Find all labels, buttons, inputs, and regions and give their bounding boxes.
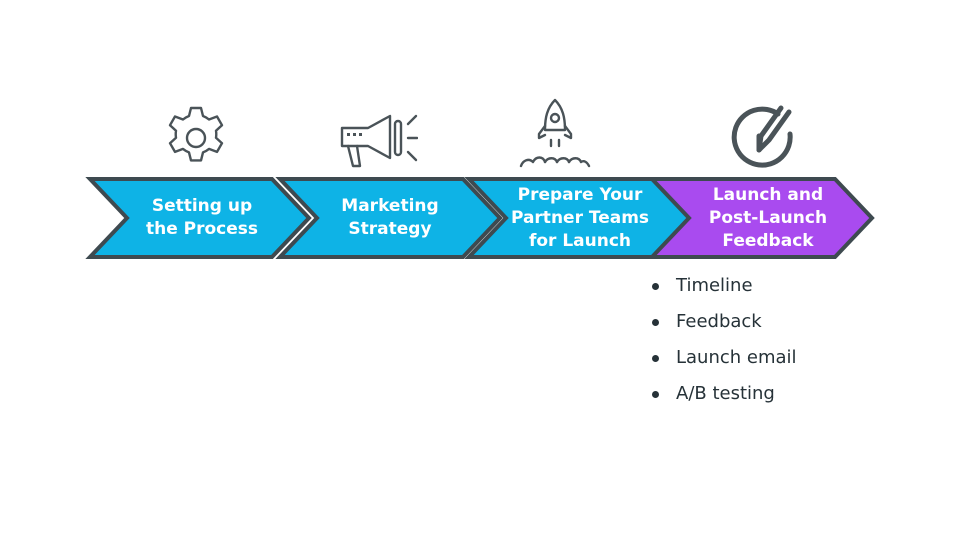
step-label-4-line1: Launch and (712, 184, 824, 205)
step-arrow-1 (85, 177, 312, 259)
pencil-circle-icon (731, 105, 793, 168)
step-label-1-line1: Setting up (151, 196, 253, 216)
step-label-4-line3: Feedback (722, 230, 814, 251)
step-arrow-4 (647, 177, 875, 259)
step-label-1: Setting up the Process (127, 190, 277, 246)
step-label-4-line2: Post-Launch (708, 207, 828, 228)
launch-bullet-list: Timeline Feedback Launch email A/B testi… (650, 268, 797, 412)
step-label-2-line1: Marketing (341, 196, 439, 216)
step-label-3-line1: Prepare Your (517, 184, 643, 205)
gear-icon (168, 106, 224, 162)
step-label-3: Prepare Your Partner Teams for Launch (497, 182, 663, 254)
bullet-item: A/B testing (650, 376, 797, 412)
bullet-item: Feedback (650, 304, 797, 340)
step-arrow-2 (275, 177, 503, 259)
step-label-3-line2: Partner Teams (510, 207, 650, 228)
step-label-2-line2: Strategy (348, 219, 432, 239)
bullet-item: Launch email (650, 340, 797, 376)
step-label-4: Launch and Post-Launch Feedback (688, 182, 848, 254)
megaphone-icon (340, 114, 418, 168)
step-label-2: Marketing Strategy (315, 190, 465, 246)
bullet-item: Timeline (650, 268, 797, 304)
step-label-1-line2: the Process (145, 219, 259, 239)
rocket-icon (519, 98, 591, 168)
step-label-3-line3: for Launch (528, 230, 632, 251)
